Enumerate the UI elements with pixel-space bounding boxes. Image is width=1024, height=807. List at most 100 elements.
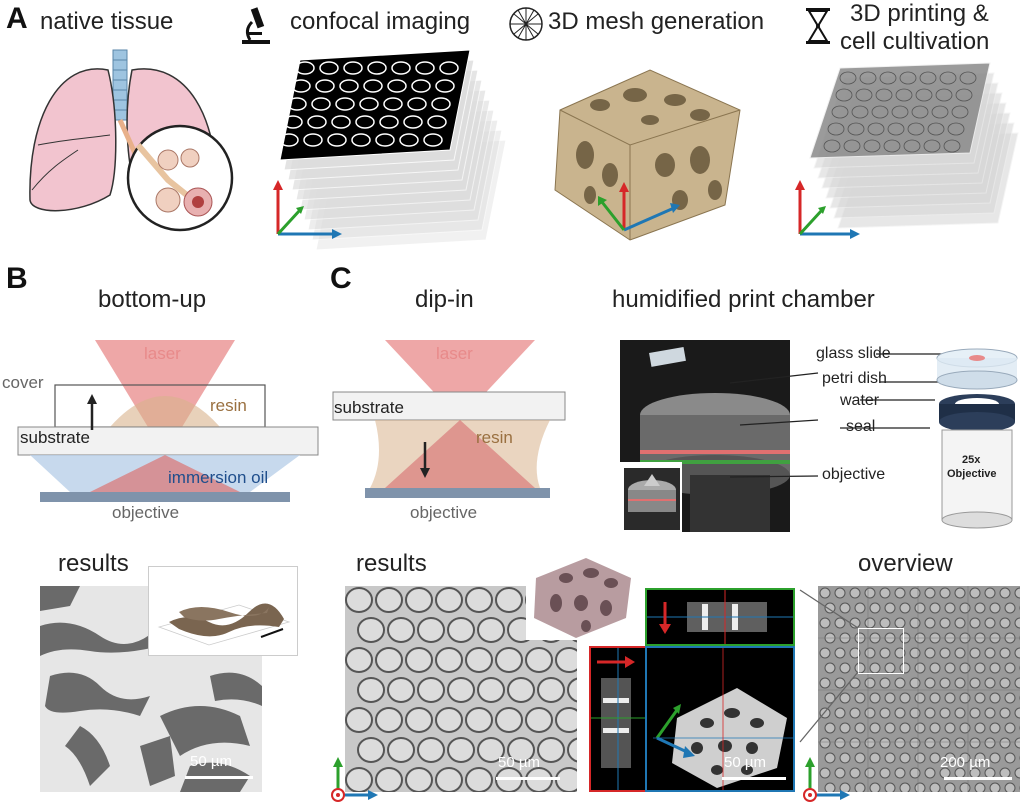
axis-triad-confocal xyxy=(273,180,342,239)
overview-cell xyxy=(894,767,906,779)
printed-cell xyxy=(839,71,857,85)
xy-3d-view xyxy=(645,646,795,792)
overview-cell xyxy=(864,767,876,779)
overview-cell xyxy=(944,722,956,734)
confocal-network-cell xyxy=(411,79,431,93)
b-laser-label: laser xyxy=(144,344,181,363)
overview-cell xyxy=(819,617,831,629)
overview-cell xyxy=(839,752,851,764)
overview-cell xyxy=(1014,587,1020,599)
overview-cell xyxy=(984,737,996,749)
hourglass-icon xyxy=(806,8,830,44)
glass-slide-label: glass slide xyxy=(816,345,891,362)
c-scale-bar-2 xyxy=(722,777,786,780)
micrograph-cell xyxy=(417,737,445,763)
overview-cell xyxy=(954,737,966,749)
b-immersion-oil-label: immersion oil xyxy=(168,468,269,487)
micrograph-cell xyxy=(465,587,493,613)
confocal-network-cell xyxy=(367,61,387,75)
overview-cell xyxy=(839,602,851,614)
confocal-network-cell xyxy=(291,79,311,93)
printed-cell xyxy=(947,122,965,136)
overview-cell xyxy=(984,647,996,659)
micrograph-cell xyxy=(357,737,385,763)
overview-cell xyxy=(849,677,861,689)
overview-cell xyxy=(864,677,876,689)
overview-cell xyxy=(929,782,941,792)
micrograph-cell xyxy=(405,647,433,673)
micrograph-cell xyxy=(435,587,463,613)
confocal-layer xyxy=(279,49,471,161)
overview-cell xyxy=(819,587,831,599)
micrograph-cell xyxy=(405,707,433,733)
print-chamber-photo xyxy=(620,340,790,532)
overview-cell xyxy=(959,602,971,614)
overview-cell xyxy=(879,677,891,689)
microscope-icon xyxy=(242,7,270,44)
overview-cell xyxy=(899,722,911,734)
overview-cell xyxy=(884,602,896,614)
overview-cell xyxy=(1014,677,1020,689)
overview-cell xyxy=(864,737,876,749)
panel-c-letter: C xyxy=(330,262,352,295)
micrograph-cell xyxy=(435,647,463,673)
micrograph-cell xyxy=(465,767,493,792)
micrograph-cell xyxy=(567,737,577,763)
micrograph-cell xyxy=(375,707,403,733)
printed-cell xyxy=(943,139,961,153)
micrograph-cell xyxy=(555,707,577,733)
b-inset-3d-render xyxy=(148,566,298,656)
confocal-network-cell xyxy=(295,61,315,75)
micrograph-cell xyxy=(417,677,445,703)
overview-cell xyxy=(1004,602,1016,614)
confocal-network-cell xyxy=(399,133,419,147)
overview-cell xyxy=(999,677,1011,689)
overview-cell xyxy=(824,752,836,764)
micrograph-cell xyxy=(525,767,553,792)
micrograph-cell xyxy=(345,587,373,613)
printed-cell xyxy=(875,88,893,102)
overview-cell xyxy=(834,617,846,629)
overview-cell xyxy=(939,707,951,719)
overview-cell xyxy=(894,617,906,629)
overview-cell xyxy=(969,737,981,749)
printed-cell xyxy=(827,122,845,136)
overview-cell xyxy=(924,677,936,689)
overview-cell xyxy=(854,722,866,734)
lung-illustration xyxy=(29,49,234,232)
printed-cell xyxy=(867,122,885,136)
overview-cell xyxy=(839,722,851,734)
micrograph-cell xyxy=(465,707,493,733)
overview-cell xyxy=(879,587,891,599)
printed-cell xyxy=(923,139,941,153)
overview-cell xyxy=(854,752,866,764)
overview-cell xyxy=(884,722,896,734)
overview-cell xyxy=(929,692,941,704)
overview-cell xyxy=(974,692,986,704)
overview-cell xyxy=(869,722,881,734)
overview-cell xyxy=(869,752,881,764)
micrograph-cell xyxy=(417,617,445,643)
overview-cell xyxy=(984,587,996,599)
overview-cell xyxy=(834,737,846,749)
confocal-network-cell xyxy=(363,79,383,93)
confocal-network-cell xyxy=(355,115,375,129)
printed-cell xyxy=(855,88,873,102)
micrograph-cell xyxy=(405,587,433,613)
micrograph-cell xyxy=(357,677,385,703)
overview-cell xyxy=(869,692,881,704)
micrograph-cell xyxy=(345,707,373,733)
printed-cell xyxy=(883,139,901,153)
objective-text-name: Objective xyxy=(947,468,997,480)
confocal-network-cell xyxy=(375,133,395,147)
overview-cell xyxy=(819,737,831,749)
printed-cell xyxy=(891,105,909,119)
micrograph-cell xyxy=(375,647,403,673)
printed-cell xyxy=(907,122,925,136)
micrograph-cell xyxy=(465,647,493,673)
overview-zoom-box xyxy=(858,628,904,674)
overview-cell xyxy=(1014,707,1020,719)
dip-in-diagram xyxy=(332,340,566,498)
confocal-network-cell xyxy=(303,133,323,147)
confocal-image-stack xyxy=(279,49,507,251)
